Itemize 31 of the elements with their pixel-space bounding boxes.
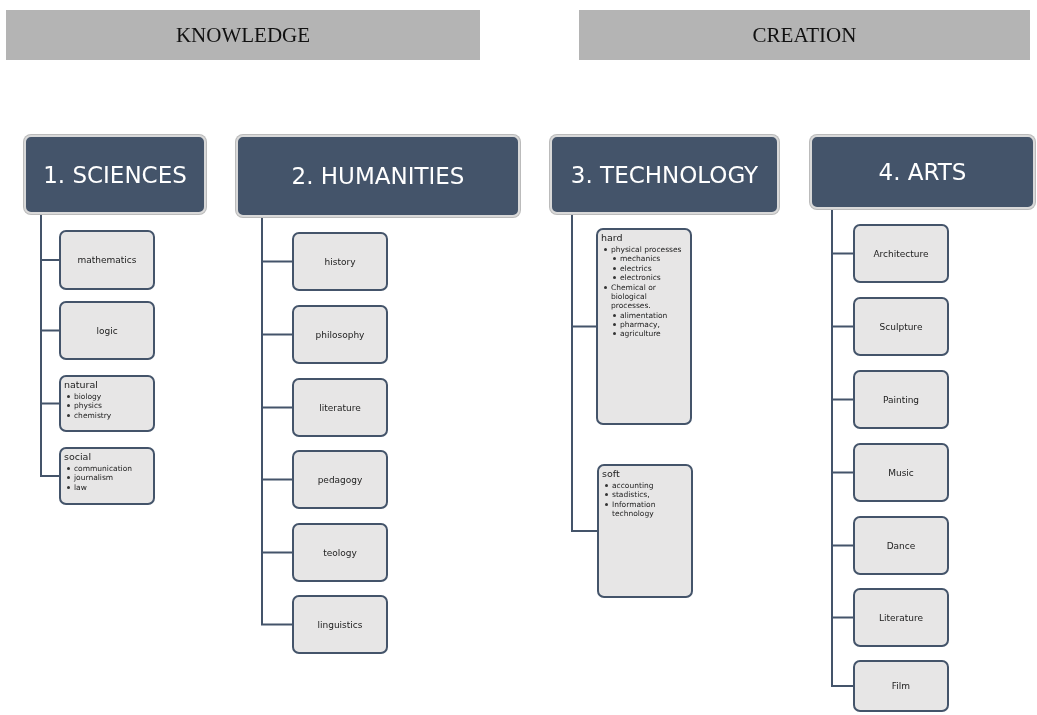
topic-box: history (292, 232, 388, 291)
category-header: 4. ARTS (810, 135, 1035, 209)
topic-box: Architecture (853, 224, 949, 283)
connector-line (571, 213, 598, 532)
topic-box: Sculpture (853, 297, 949, 356)
topic-card (596, 228, 692, 425)
card-heading: natural (64, 379, 98, 390)
category-header: 1. SCIENCES (24, 135, 206, 214)
topic-box: Literature (853, 588, 949, 647)
category-banner: CREATION (579, 10, 1030, 60)
topic-box: teology (292, 523, 388, 582)
topic-box: logic (59, 301, 155, 360)
category-banner: KNOWLEDGE (6, 10, 480, 60)
topic-box: Dance (853, 516, 949, 575)
topic-box: Film (853, 660, 949, 712)
category-header: 3. TECHNOLOGY (550, 135, 779, 214)
topic-box: linguistics (292, 595, 388, 654)
topic-card (59, 447, 155, 505)
topic-box: literature (292, 378, 388, 437)
card-heading: soft (602, 468, 620, 479)
connector-line (40, 213, 60, 477)
topic-box: mathematics (59, 230, 155, 290)
topic-card (59, 375, 155, 432)
topic-box: pedagogy (292, 450, 388, 509)
topic-box: Painting (853, 370, 949, 429)
topic-box: Music (853, 443, 949, 502)
category-header: 2. HUMANITIES (236, 135, 520, 217)
card-heading: hard (601, 232, 623, 243)
topic-box: philosophy (292, 305, 388, 364)
card-heading: social (64, 451, 92, 462)
topic-card (597, 464, 693, 598)
